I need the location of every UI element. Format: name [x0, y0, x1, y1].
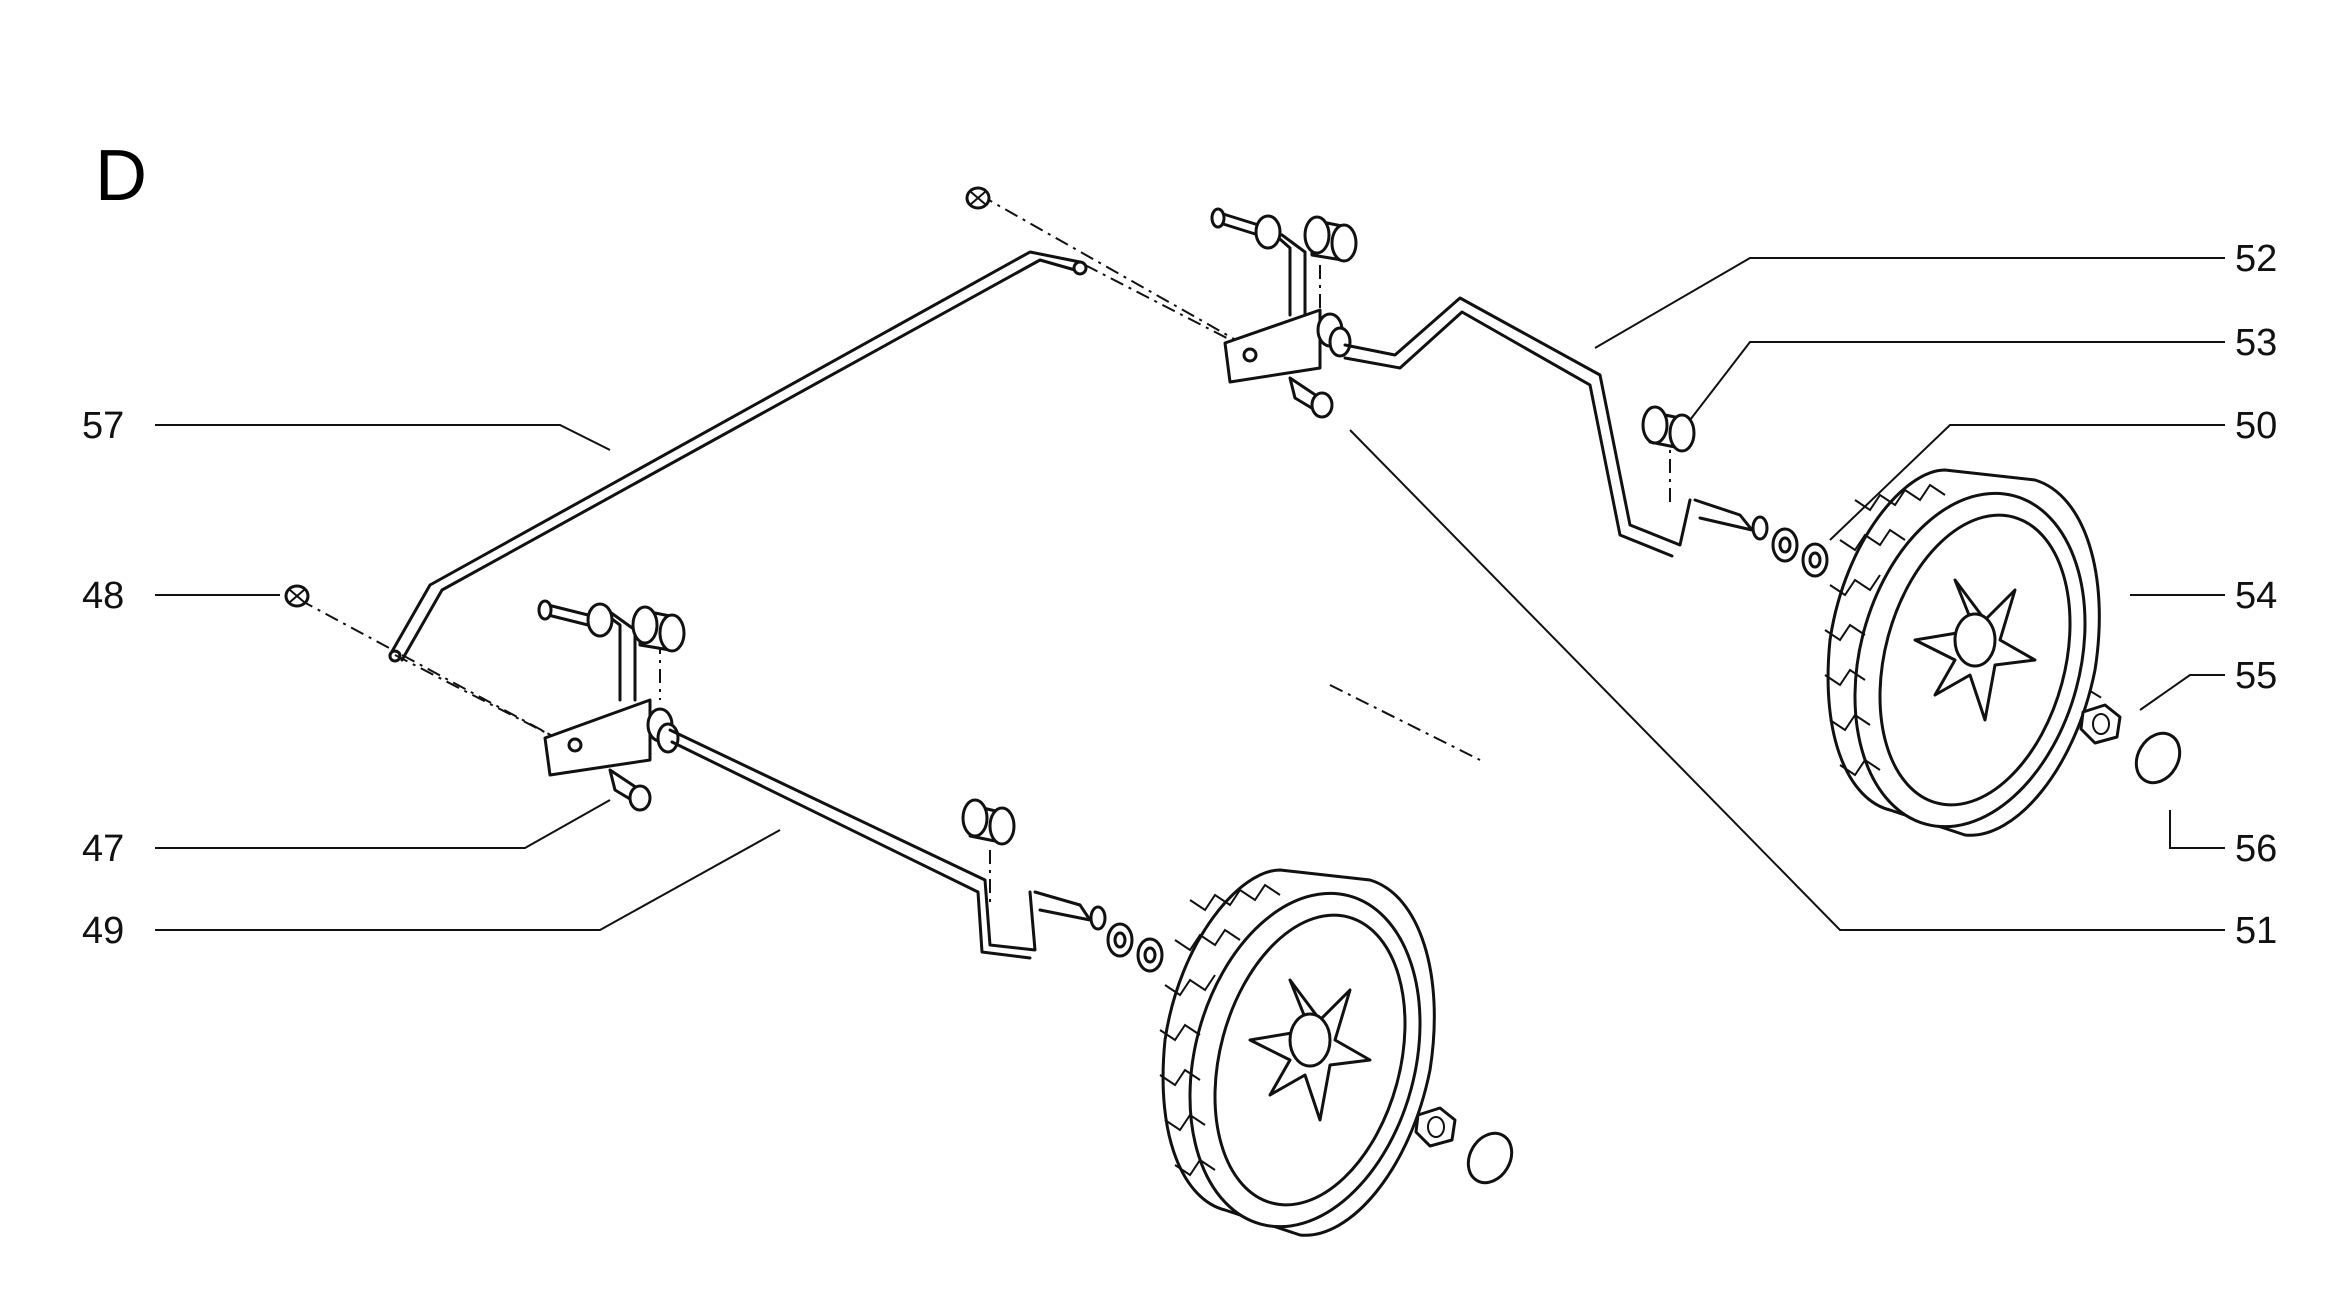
wheel-right	[1824, 468, 2101, 837]
leader-55	[2139, 674, 2225, 711]
section-letter: D	[95, 136, 147, 216]
leader-49	[155, 829, 781, 931]
leader-47	[155, 799, 611, 849]
callout-57: 57	[82, 405, 124, 447]
leader-51	[1349, 429, 2225, 931]
leader-52	[1594, 257, 2225, 349]
callout-52: 52	[2235, 238, 2277, 280]
callout-50: 50	[2235, 405, 2277, 447]
leader-53	[1689, 341, 2225, 421]
callout-53: 53	[2235, 322, 2277, 364]
rod-57	[388, 250, 1088, 663]
axle-rod-52	[1343, 296, 1829, 578]
leader-lines-left	[155, 424, 781, 931]
callout-55: 55	[2235, 655, 2277, 697]
callout-47: 47	[82, 828, 124, 870]
callout-56: 56	[2235, 828, 2277, 870]
nut-and-cap-left	[1414, 1106, 1514, 1185]
callout-48: 48	[82, 575, 124, 617]
bracket-left	[537, 599, 686, 812]
nut-and-cap-right	[2079, 703, 2182, 785]
callout-54: 54	[2235, 575, 2277, 617]
leader-57	[155, 424, 611, 451]
wheel-left	[1159, 868, 1436, 1237]
axle-rod-49	[668, 728, 1164, 973]
leader-lines-right	[1349, 257, 2225, 931]
leader-56	[2169, 810, 2225, 849]
bracket-right	[1210, 207, 1358, 419]
clip-48	[284, 186, 991, 608]
callout-51: 51	[2235, 910, 2277, 952]
assembly-axes	[299, 194, 2106, 905]
leader-50	[1829, 424, 2225, 541]
callout-49: 49	[82, 910, 124, 952]
